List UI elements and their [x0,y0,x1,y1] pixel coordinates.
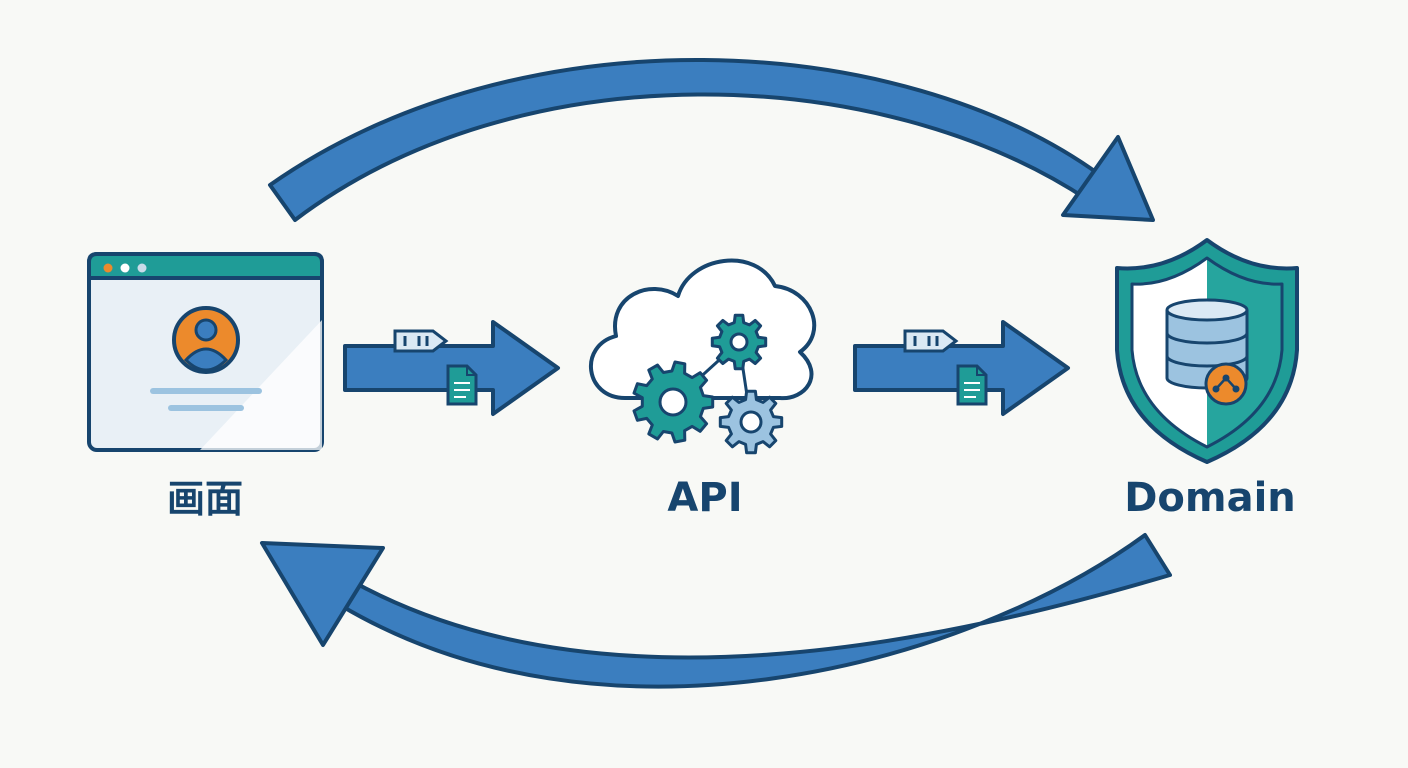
node-label-domain: Domain [1124,475,1296,521]
document-icon [446,364,478,406]
document-icon [956,364,988,406]
gear-hole [658,387,688,417]
share-badge-icon [1204,362,1248,406]
avatar-icon [172,306,240,374]
cable-icon [393,329,449,353]
cloud-gears-icon [589,258,817,455]
node-label-api: API [667,475,743,521]
curved-arrow-domain-to-screen [260,533,1172,689]
gear-hole [739,410,763,434]
node-label-screen: 画面 [166,477,243,521]
gear-hole [729,332,749,352]
cable-icon [903,329,959,353]
straight-arrow-screen-to-api [343,320,560,416]
gears-group [632,313,784,455]
straight-arrow-api-to-domain [853,320,1070,416]
browser-window-icon [87,252,324,452]
shield-database-icon [1115,238,1299,464]
curved-arrow-screen-to-domain [268,58,1155,222]
